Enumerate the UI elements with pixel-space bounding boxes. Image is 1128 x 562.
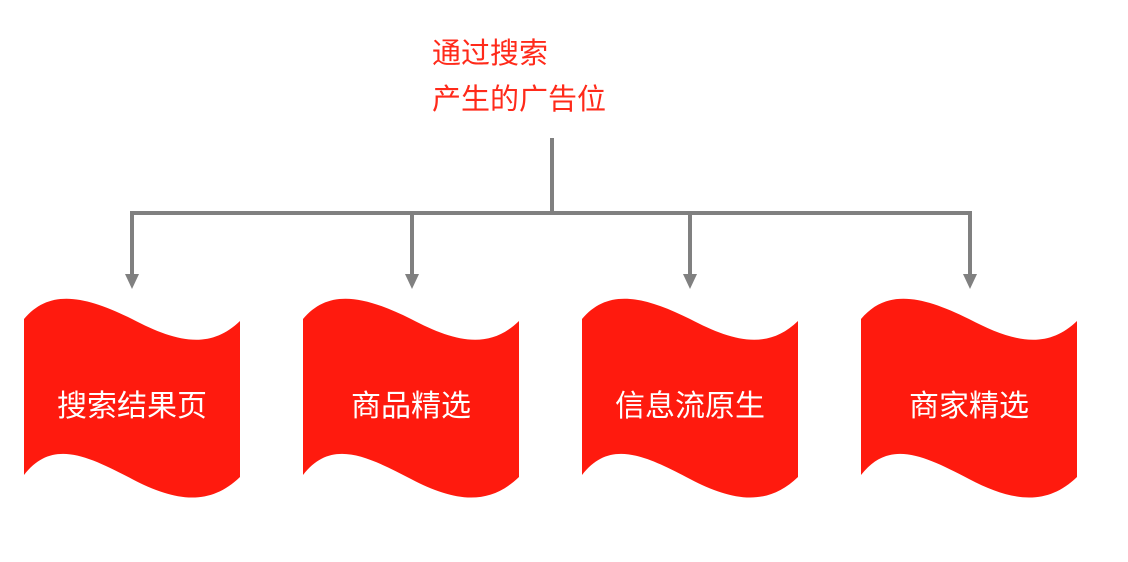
wave-flag-shape (303, 298, 519, 498)
child-node-3: 信息流原生 (582, 297, 798, 503)
child-label: 商品精选 (351, 389, 471, 424)
child-node-2: 商品精选 (303, 297, 519, 503)
wave-flag-shape (582, 298, 798, 498)
arrowhead-icon (683, 274, 697, 289)
arrowhead-icon (125, 274, 139, 289)
child-label: 搜索结果页 (57, 389, 207, 424)
root-title-line-2: 产生的广告位 (432, 82, 607, 116)
arrowhead-icon (963, 274, 977, 289)
root-title-line-1: 通过搜索 (432, 36, 549, 70)
root-node-title: 通过搜索 产生的广告位 (432, 30, 606, 122)
child-label: 信息流原生 (615, 389, 765, 424)
wave-flag-shape (861, 298, 1077, 498)
arrowhead-icon (405, 274, 419, 289)
child-node-4: 商家精选 (861, 297, 1077, 503)
wave-flag-shape (24, 298, 240, 498)
child-node-1: 搜索结果页 (24, 297, 240, 503)
child-label: 商家精选 (909, 389, 1029, 424)
